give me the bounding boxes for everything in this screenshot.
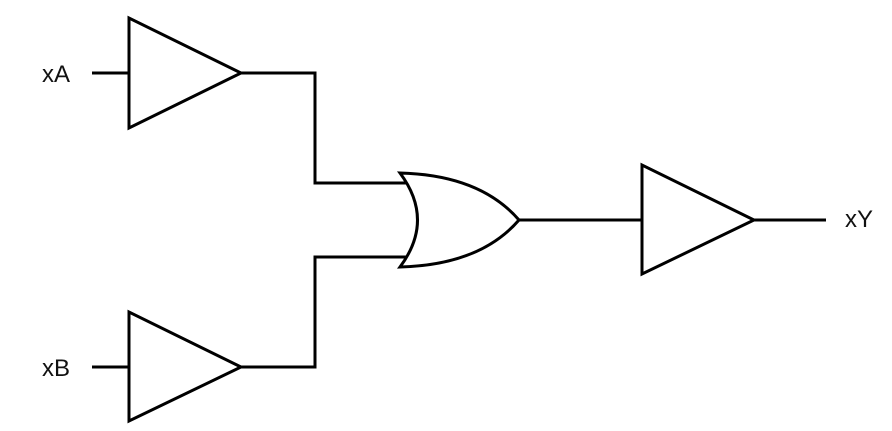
or-gate [396,171,521,269]
wire-buffer-a-to-or [241,71,410,185]
input-label-xb: xB [42,355,71,382]
output-label-xy: xY [845,206,874,233]
input-label-xa: xA [42,61,71,88]
buffer-gate-a [127,15,245,131]
buffer-gate-b [127,309,245,424]
buffer-gate-output [640,162,758,277]
wire-buffer-b-to-or [241,255,410,369]
